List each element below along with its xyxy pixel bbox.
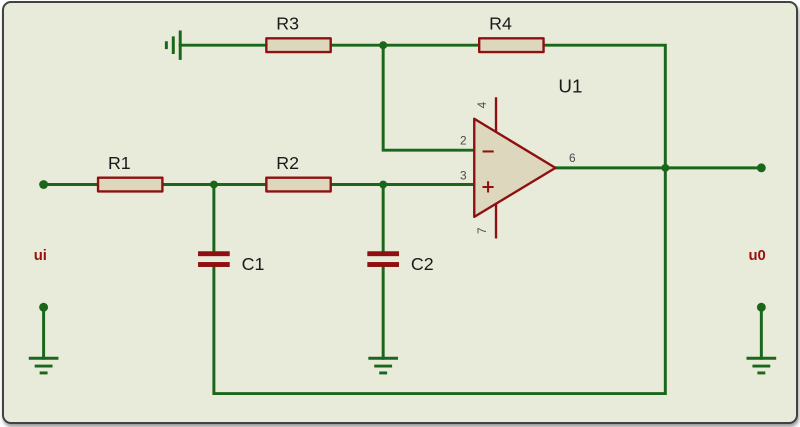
ground-symbol-top-left[interactable] [164,30,182,60]
junction-dot [209,180,218,189]
pin-number-vminus: 7 [475,227,489,234]
opamp-triangle [473,117,557,219]
resistor-r3[interactable]: R3 [265,14,332,54]
resistor-body [265,176,332,193]
junction-dot [379,41,388,50]
resistor-label: R2 [276,153,299,173]
opamp-u1[interactable]: − + 2 3 6 4 7 U1 [460,75,582,239]
pin-number-noninverting: 3 [460,169,467,183]
pin-number-inverting: 2 [460,133,467,147]
wire-r4-feedback-loop [212,43,667,396]
capacitor-plate [198,251,230,257]
ground-symbol-ui[interactable] [28,356,59,375]
opamp-noninverting-sign: + [481,177,496,197]
wires [42,43,763,396]
resistor-body [96,176,164,193]
ground-symbol-c2[interactable] [368,356,399,375]
resistor-r1[interactable]: R1 [96,153,164,193]
input-ground-terminal-dot[interactable] [39,302,49,312]
capacitor-plate [367,251,400,257]
capacitor-c1[interactable]: C1 [198,251,264,274]
pin-number-output: 6 [569,151,576,165]
output-terminal-dot[interactable] [756,163,766,173]
resistor-label: R3 [276,14,299,34]
capacitor-c2[interactable]: C2 [367,251,434,274]
resistor-r4[interactable]: R4 [478,14,545,54]
resistor-r2[interactable]: R2 [265,153,332,193]
resistor-body [265,37,332,54]
output-ground-terminal-dot[interactable] [756,302,766,312]
capacitor-label: C2 [411,254,434,274]
resistor-label: R1 [108,153,131,173]
capacitor-plate [198,262,230,267]
input-net-label: ui [34,248,47,264]
resistor-label: R4 [489,14,512,34]
opamp-ref-label: U1 [558,75,582,96]
resistor-body [478,37,545,54]
capacitor-label: C1 [242,254,265,274]
input-terminal-dot[interactable] [39,180,49,189]
junction-dot [379,180,388,189]
output-net-label: u0 [748,248,765,264]
circuit-svg: R1 R2 R3 R4 C1 C2 − [28,14,777,396]
junction-dot [661,163,670,172]
opamp-inverting-sign: − [481,142,496,162]
pin-number-vplus: 4 [475,101,489,108]
ground-symbol-u0[interactable] [746,356,777,375]
junction-dots [209,41,670,189]
capacitor-plate [367,262,400,267]
wire-junction-to-inverting-input [381,43,476,152]
